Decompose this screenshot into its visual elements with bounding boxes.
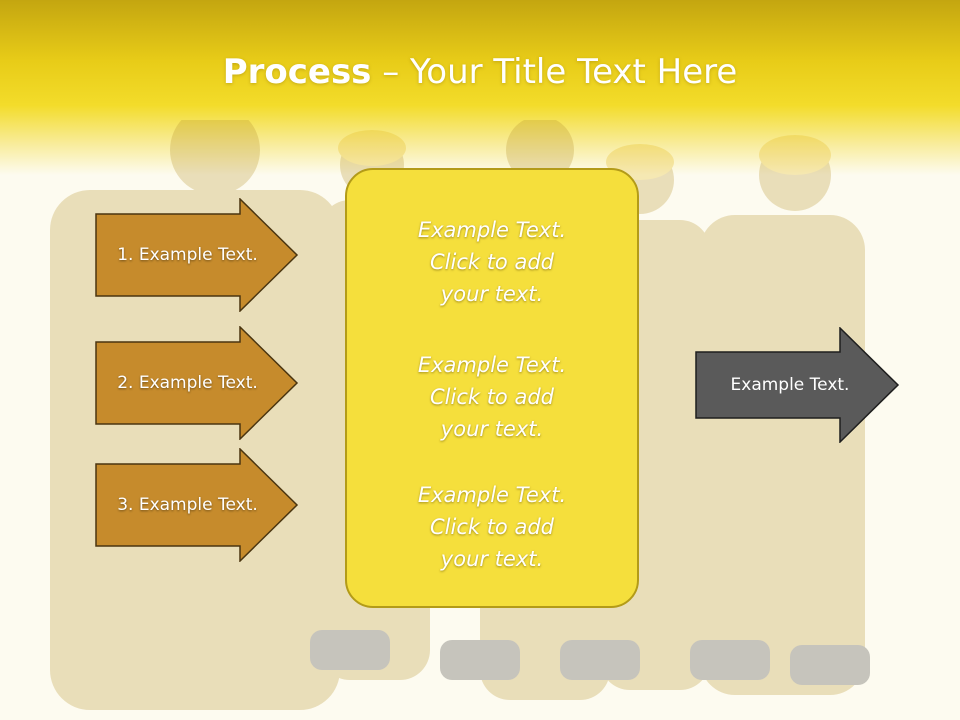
center-text-block-2[interactable]: Example Text. Click to add your text. bbox=[347, 349, 637, 445]
center-line: Click to add bbox=[429, 385, 554, 409]
step-label: 1. Example Text. bbox=[117, 245, 258, 265]
step-arrow-3[interactable]: 3. Example Text. bbox=[95, 448, 300, 562]
center-text-block-3[interactable]: Example Text. Click to add your text. bbox=[347, 479, 637, 575]
center-line: Example Text. bbox=[417, 483, 567, 507]
arrow-right-icon bbox=[95, 198, 299, 312]
center-line: your text. bbox=[440, 282, 544, 306]
result-arrow[interactable]: Example Text. bbox=[695, 327, 900, 443]
center-line: Example Text. bbox=[417, 353, 567, 377]
title-banner bbox=[0, 0, 960, 175]
center-line: Click to add bbox=[429, 250, 554, 274]
step-label: 2. Example Text. bbox=[117, 373, 258, 393]
step-arrow-2[interactable]: 2. Example Text. bbox=[95, 326, 300, 440]
title-rest: – Your Title Text Here bbox=[371, 52, 738, 92]
center-text-block-1[interactable]: Example Text. Click to add your text. bbox=[347, 214, 637, 310]
title-bold: Process bbox=[222, 52, 372, 92]
arrow-right-icon bbox=[95, 448, 299, 562]
slide-title: Process – Your Title Text Here bbox=[0, 52, 960, 92]
center-text-box[interactable]: Example Text. Click to add your text. Ex… bbox=[345, 168, 639, 608]
center-line: your text. bbox=[440, 417, 544, 441]
center-line: Click to add bbox=[429, 515, 554, 539]
step-arrow-1[interactable]: 1. Example Text. bbox=[95, 198, 300, 312]
center-line: your text. bbox=[440, 547, 544, 571]
center-line: Example Text. bbox=[417, 218, 567, 242]
result-label: Example Text. bbox=[730, 375, 850, 395]
arrow-right-icon bbox=[695, 327, 900, 443]
arrow-right-icon bbox=[95, 326, 299, 440]
step-label: 3. Example Text. bbox=[117, 495, 258, 515]
